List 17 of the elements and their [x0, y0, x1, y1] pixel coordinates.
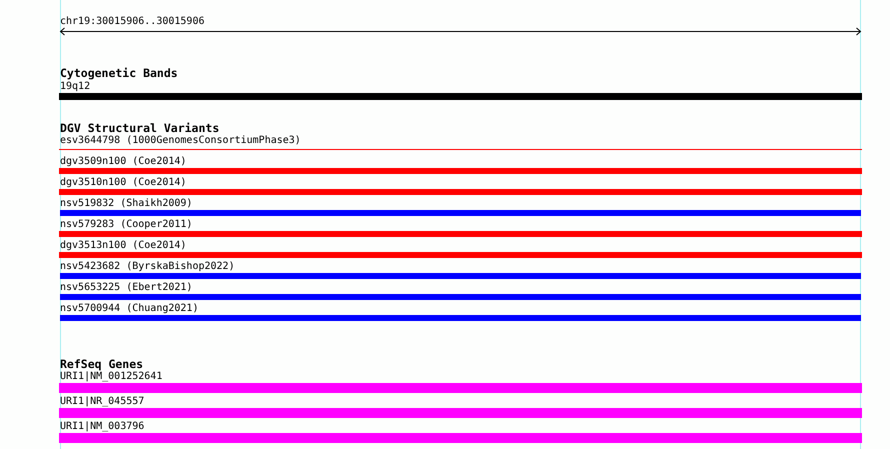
feature-label: URI1|NR_045557	[60, 396, 144, 407]
feature-label: nsv5700944 (Chuang2021)	[60, 303, 198, 314]
track-title: RefSeq Genes	[60, 358, 144, 370]
feature-label: URI1|NM_001252641	[60, 371, 162, 382]
feature-label: nsv5423682 (ByrskaBishop2022)	[60, 261, 235, 272]
feature-label: dgv3513n100 (Coe2014)	[60, 240, 186, 251]
feature-label: nsv519832 (Shaikh2009)	[60, 198, 192, 209]
track-title: Cytogenetic Bands	[60, 67, 178, 79]
track-title: DGV Structural Variants	[60, 122, 220, 134]
feature-label: nsv5653225 (Ebert2021)	[60, 282, 192, 293]
feature-label: nsv579283 (Cooper2011)	[60, 219, 192, 230]
feature-label: dgv3510n100 (Coe2014)	[60, 177, 186, 188]
feature-label: dgv3509n100 (Coe2014)	[60, 156, 186, 167]
feature-label: URI1|NM_003796	[60, 421, 144, 432]
feature-label: 19q12	[60, 81, 90, 92]
feature-label: esv3644798 (1000GenomesConsortiumPhase3)	[60, 135, 301, 146]
location-label: chr19:30015906..30015906	[60, 16, 204, 27]
